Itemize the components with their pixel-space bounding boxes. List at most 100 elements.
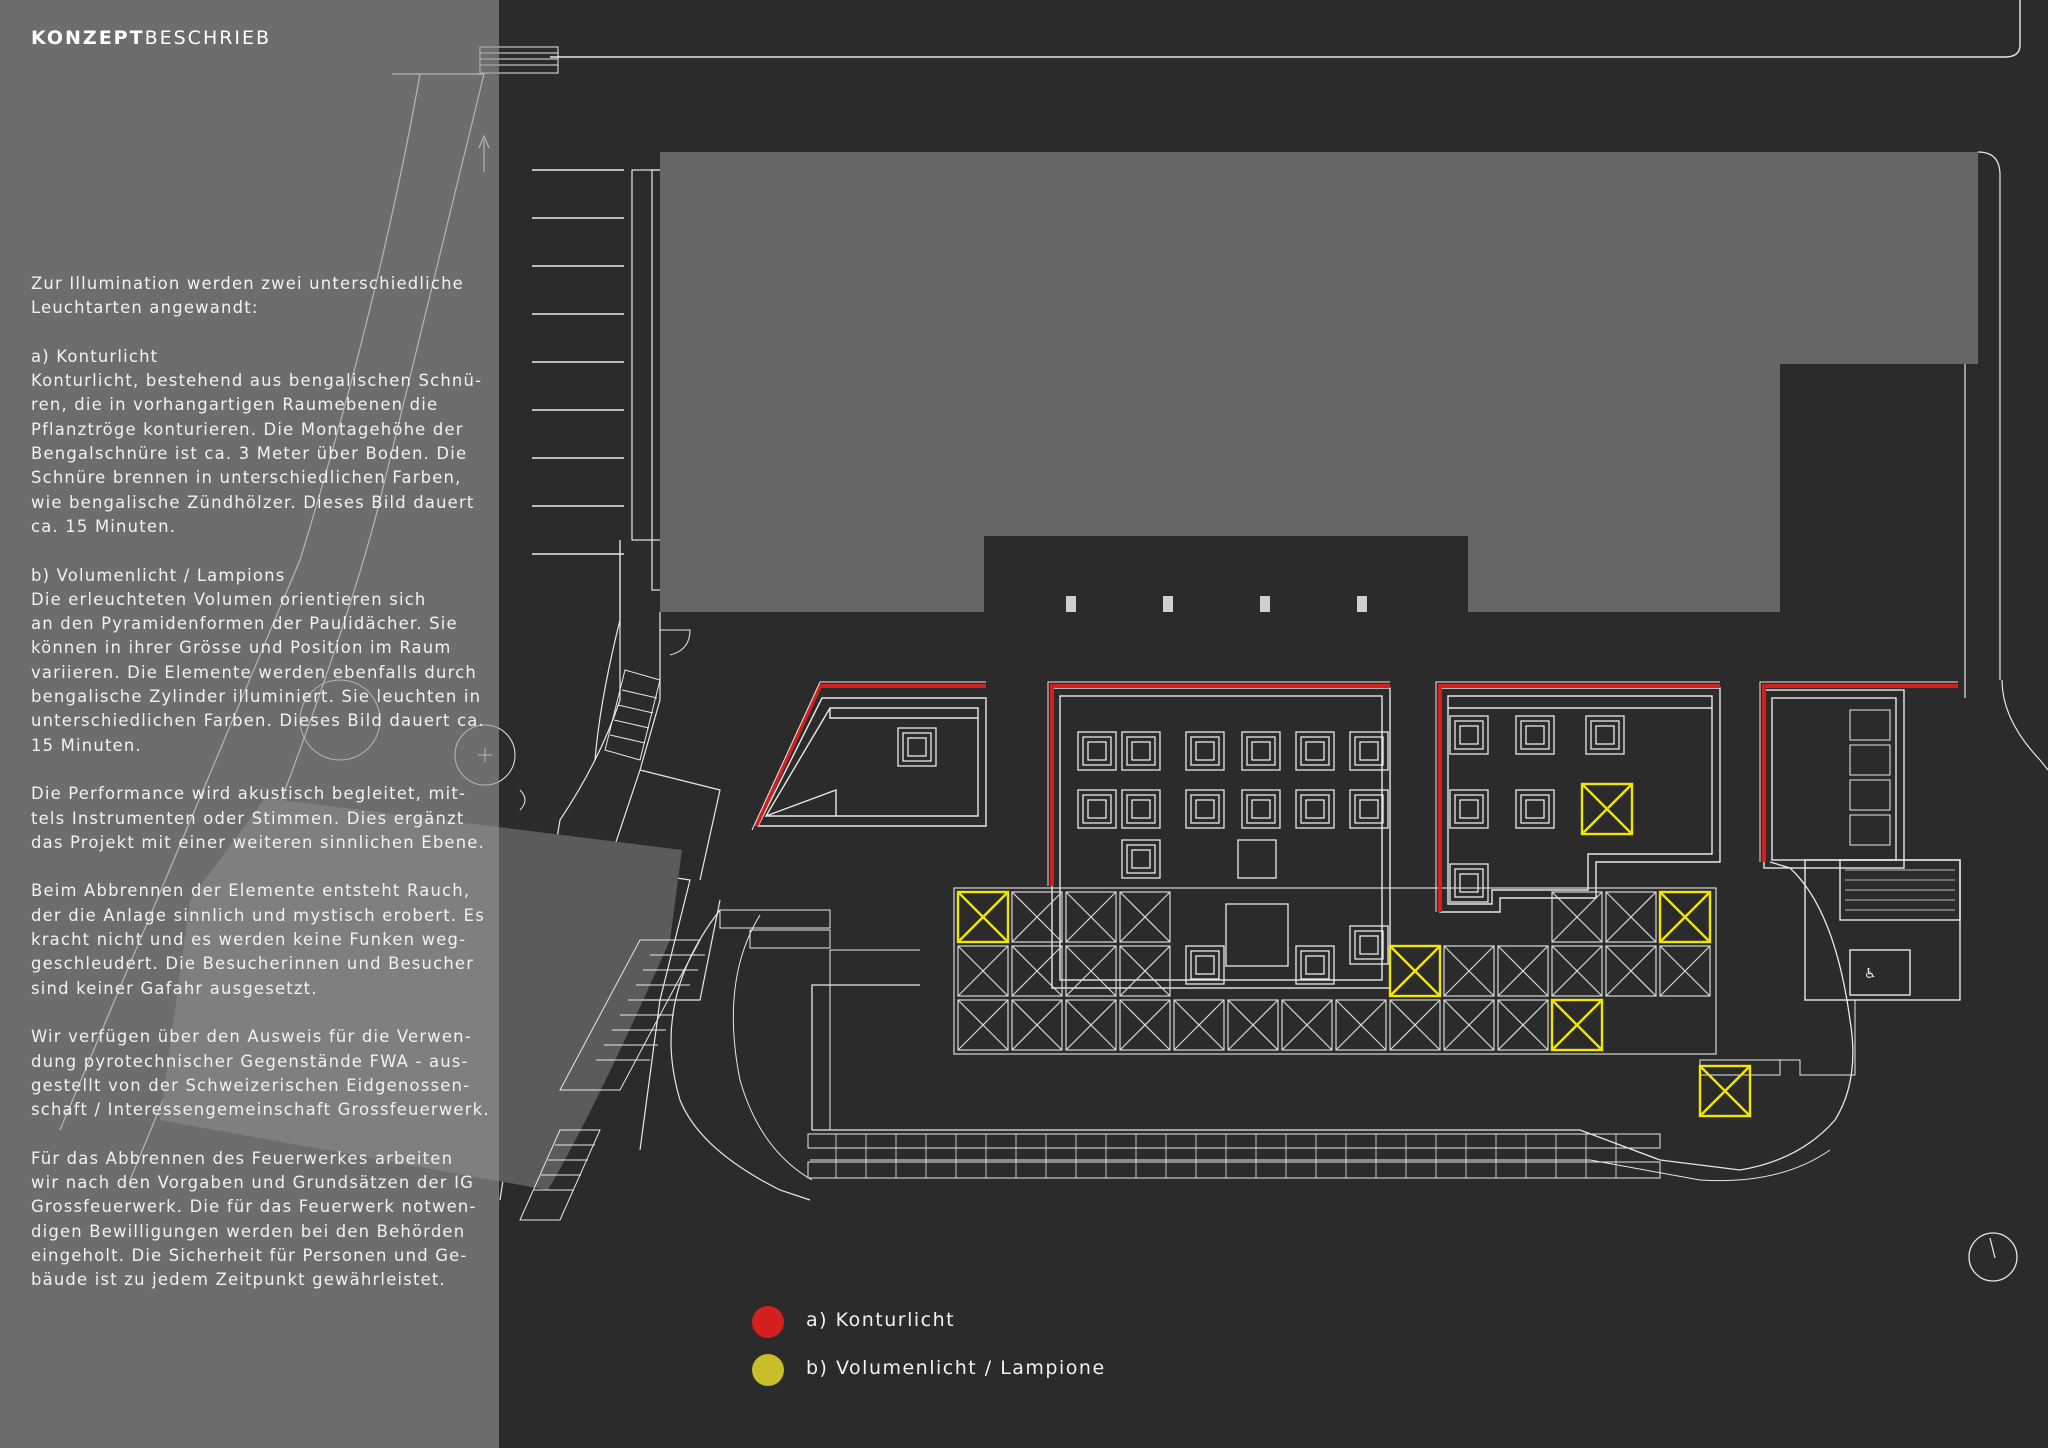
pyramid-planter <box>1454 794 1484 824</box>
lampion-cell <box>1119 891 1171 943</box>
text-line: Pflanztröge konturieren. Die Montagehöhe… <box>31 419 464 439</box>
lampion-cell-cross <box>1551 945 1603 997</box>
volume-light-paragraph: b) Volumenlicht / Lampions Die erleuchte… <box>31 564 491 758</box>
text-line: 15 Minuten. <box>31 735 142 755</box>
performance-paragraph: Die Performance wird akustisch begleitet… <box>31 782 491 855</box>
lampion-grid-outline <box>953 887 1717 1055</box>
lampion-cell-cross <box>1227 999 1279 1051</box>
pyramid-planter <box>1131 799 1151 819</box>
text-line: geschleudert. Die Besucherinnen und Besu… <box>31 954 475 974</box>
pyramid-planter <box>1459 799 1479 819</box>
pyramid-planter <box>1237 839 1277 879</box>
pyramid-planter <box>1525 799 1545 819</box>
pyramid-planter <box>1300 794 1330 824</box>
pyramid-planter <box>1305 799 1325 819</box>
lampion-cell-cross <box>957 999 1009 1051</box>
lampion-lit <box>1550 998 1604 1052</box>
red-dot-icon <box>752 1306 784 1338</box>
pyramid-planter <box>1515 789 1555 829</box>
lampion-lit <box>1388 944 1442 998</box>
pyramid-planter <box>1454 868 1484 898</box>
pyramid-planter <box>1121 789 1161 829</box>
pyramid-planter <box>1300 950 1330 980</box>
lampion-cell <box>1011 999 1063 1051</box>
lampion-cell-cross <box>1551 891 1603 943</box>
yellow-dot-icon <box>752 1354 784 1386</box>
lampion-lit <box>956 890 1010 944</box>
pyramid-planter <box>1195 741 1215 761</box>
description-text: Zur Illumination werden zwei unterschied… <box>31 272 491 1317</box>
lampion-cell <box>1443 999 1495 1051</box>
intro-paragraph: Zur Illumination werden zwei unterschied… <box>31 272 491 321</box>
pyramid-planter <box>907 737 927 757</box>
lampion-cell <box>1281 999 1333 1051</box>
pyramid-planter <box>1295 731 1335 771</box>
pyramid-planter <box>1077 789 1117 829</box>
text-line: schaft / Interessengemeinschaft Grossfeu… <box>31 1100 490 1120</box>
permit-paragraph: Wir verfügen über den Ausweis für die Ve… <box>31 1025 491 1122</box>
lampion-cell <box>1551 891 1603 943</box>
text-line: ren, die in vorhangartigen Raumebenen di… <box>31 395 439 415</box>
text-line: ca. 15 Minuten. <box>31 516 177 536</box>
pyramid-planter <box>1185 789 1225 829</box>
pyramid-planter <box>1349 925 1389 965</box>
lampion-cell <box>957 945 1009 997</box>
pyramid-planter <box>1246 794 1276 824</box>
pyramid-planter <box>1251 799 1271 819</box>
lampion-lit <box>1658 890 1712 944</box>
pyramid-planter <box>1520 720 1550 750</box>
contour-light-lines <box>754 684 1958 912</box>
title-light: BESCHRIEB <box>144 27 272 49</box>
text-line: Grossfeuerwerk. Die für das Feuerwerk no… <box>31 1197 477 1217</box>
contour-light-heading: a) Konturlicht <box>31 346 159 366</box>
lampion-cell <box>1605 891 1657 943</box>
pyramid-planter <box>1590 720 1620 750</box>
text-line: Konturlicht, bestehend aus bengalischen … <box>31 371 483 391</box>
pyramid-planter <box>1305 741 1325 761</box>
lampion-cell <box>1659 945 1711 997</box>
pyramid-planter <box>897 727 937 767</box>
lampion-cell <box>1551 945 1603 997</box>
lampion-cell-cross <box>1497 945 1549 997</box>
volume-light-heading: b) Volumenlicht / Lampions <box>31 565 286 585</box>
lampion-cell-cross <box>1659 945 1711 997</box>
lampion-cell <box>1443 945 1495 997</box>
lampion-cell <box>1065 999 1117 1051</box>
lampion-cell-cross <box>1605 891 1657 943</box>
lampion-lit-cross <box>1551 999 1603 1051</box>
pyramid-planter <box>1121 839 1161 879</box>
smoke-paragraph: Beim Abbrennen der Elemente entsteht Rau… <box>31 879 491 1000</box>
pyramid-planter <box>1185 731 1225 771</box>
svg-text:♿: ♿ <box>1864 966 1877 982</box>
text-line: kracht nicht und es werden keine Funken … <box>31 930 467 950</box>
pyramid-planter <box>1241 789 1281 829</box>
text-line: dung pyrotechnischer Gegenstände FWA - a… <box>31 1051 469 1071</box>
lampion-cell-cross <box>957 945 1009 997</box>
legend-label: a) Konturlicht <box>806 1309 956 1331</box>
pyramid-planter <box>1126 794 1156 824</box>
pyramid-planter <box>1459 725 1479 745</box>
lampion-lit-cross <box>1581 783 1633 835</box>
lampion-cell-cross <box>1011 945 1063 997</box>
lampion-cell <box>1011 945 1063 997</box>
pyramid-planter <box>1354 736 1384 766</box>
lampion-cell <box>1065 891 1117 943</box>
lampion-cell-cross <box>1389 999 1441 1051</box>
text-line: Leuchtarten angewandt: <box>31 298 259 318</box>
lampion-cell-cross <box>1173 999 1225 1051</box>
pyramid-planter <box>1126 844 1156 874</box>
pyramid-planter <box>1190 794 1220 824</box>
lampion-lit-cross <box>1389 945 1441 997</box>
pyramid-planter <box>1131 741 1151 761</box>
text-line: Schnüre brennen in unterschiedlichen Far… <box>31 468 462 488</box>
text-line: bäude ist zu jedem Zeitpunkt gewährleist… <box>31 1270 446 1290</box>
text-line: Wir verfügen über den Ausweis für die Ve… <box>31 1027 472 1047</box>
pyramid-planter <box>1359 799 1379 819</box>
text-line: digen Bewilligungen werden bei den Behör… <box>31 1221 466 1241</box>
text-line: Die erleuchteten Volumen orientieren sic… <box>31 589 427 609</box>
lampion-cell-cross <box>1119 999 1171 1051</box>
description-panel <box>0 0 499 1448</box>
pyramid-planter <box>1082 794 1112 824</box>
lampion-cell-cross <box>1335 999 1387 1051</box>
lampion-cell <box>1119 999 1171 1051</box>
